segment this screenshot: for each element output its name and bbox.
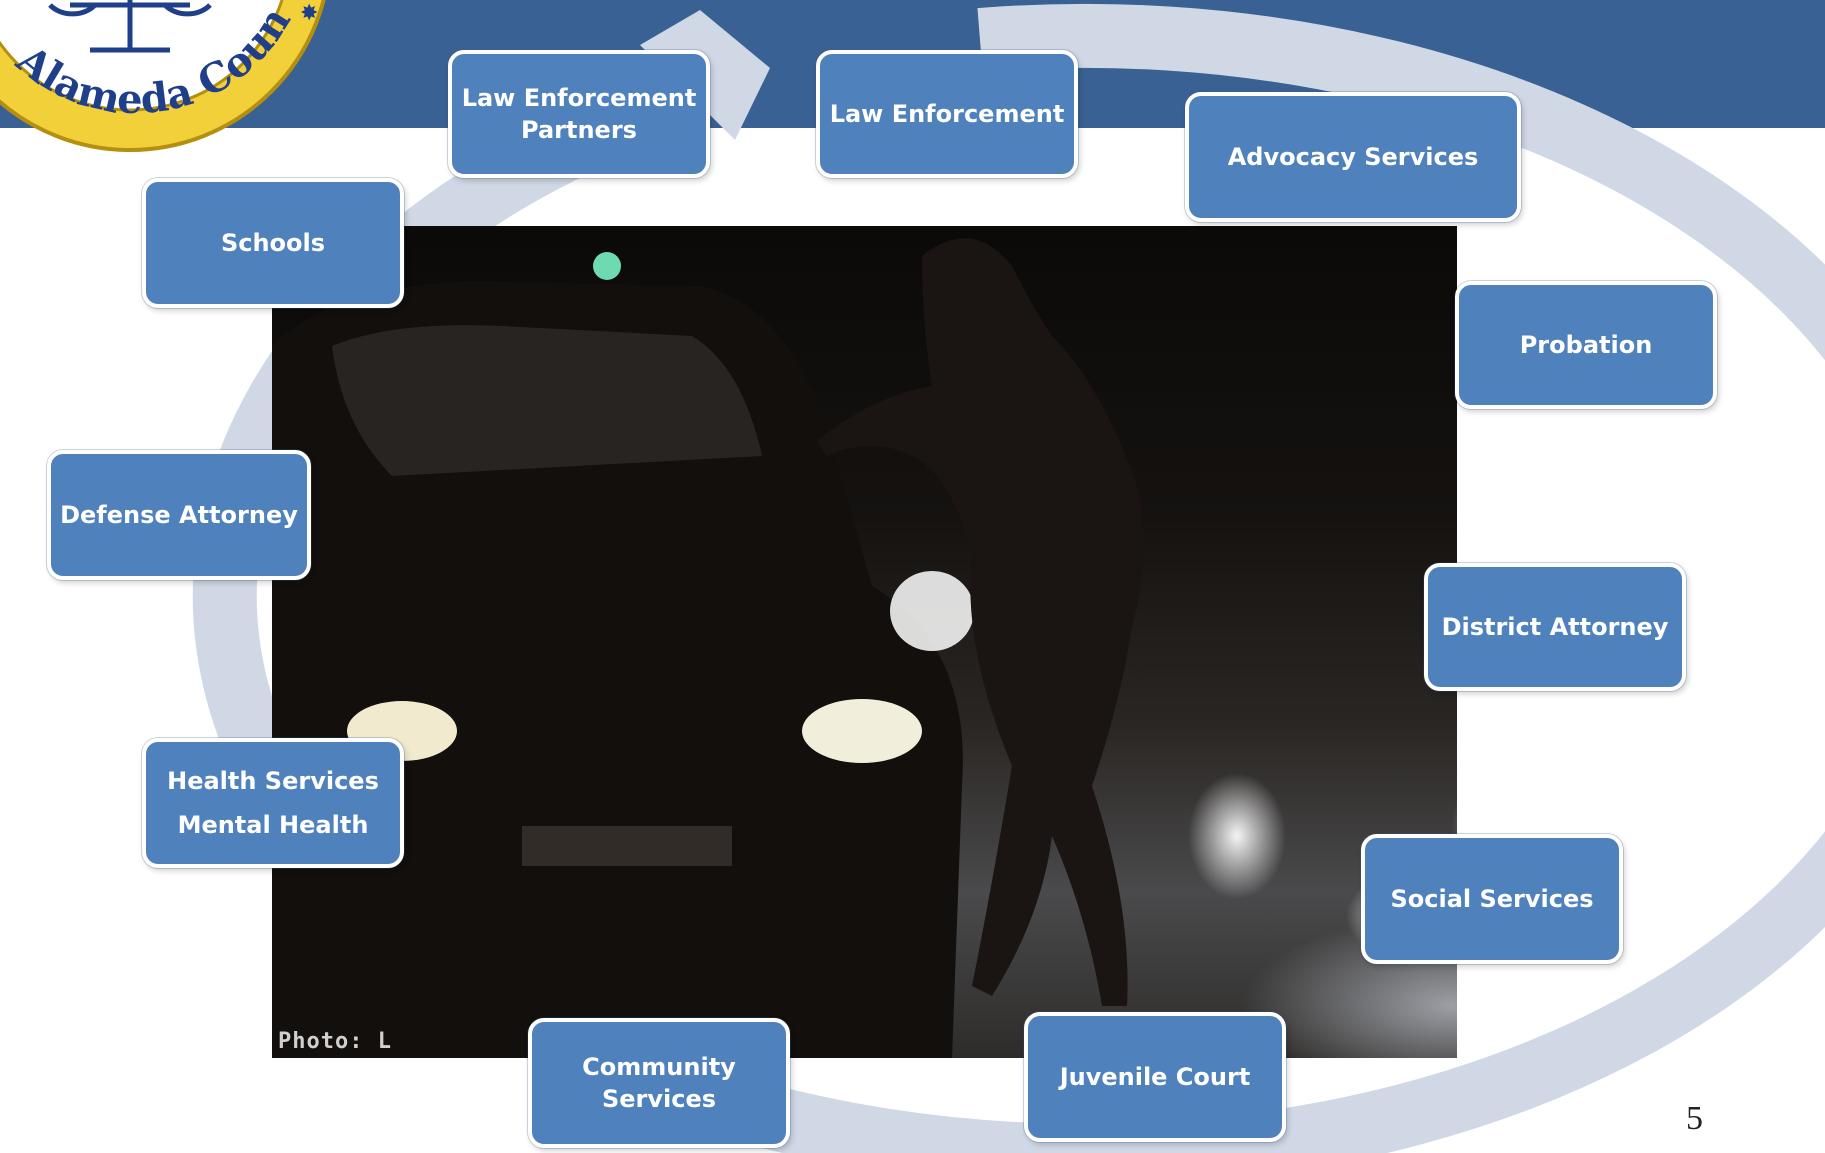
node-label: Health Services Mental Health bbox=[167, 767, 379, 839]
node-label: Defense Attorney bbox=[60, 501, 298, 529]
node-label: Schools bbox=[220, 229, 326, 257]
node-label: Social Services bbox=[1390, 885, 1594, 913]
node-social-services: Social Services bbox=[1361, 834, 1623, 964]
node-district-attorney: District Attorney bbox=[1424, 563, 1686, 691]
node-probation: Probation bbox=[1455, 281, 1717, 409]
node-law-enforcement: Law Enforcement bbox=[816, 50, 1078, 178]
node-defense-attorney: Defense Attorney bbox=[47, 450, 311, 580]
center-photo: Photo: L bbox=[272, 226, 1457, 1058]
photo-credit: Photo: L bbox=[278, 1029, 392, 1054]
node-advocacy-services: Advocacy Services bbox=[1185, 92, 1521, 222]
node-law-enforcement-partners: Law Enforcement Partners bbox=[448, 50, 710, 178]
county-seal-logo: ✸ Alameda County bbox=[0, 0, 326, 152]
node-schools: Schools bbox=[142, 178, 404, 308]
svg-text:✸: ✸ bbox=[300, 1, 318, 26]
node-label: Probation bbox=[1519, 331, 1653, 359]
node-label: Juvenile Court bbox=[1059, 1063, 1251, 1091]
node-label: District Attorney bbox=[1441, 613, 1669, 641]
node-juvenile-court: Juvenile Court bbox=[1024, 1012, 1286, 1142]
node-community-services: Community Services bbox=[528, 1018, 790, 1148]
slide-number: 5 bbox=[1686, 1100, 1703, 1137]
node-label: Advocacy Services bbox=[1227, 143, 1479, 171]
scales-icon bbox=[48, 0, 212, 53]
node-label: Law Enforcement bbox=[829, 100, 1065, 128]
night-street-scene bbox=[272, 238, 1144, 1058]
node-label: Law Enforcement Partners bbox=[461, 84, 697, 144]
node-label: Community Services bbox=[582, 1053, 736, 1113]
node-health-services: Health Services Mental Health bbox=[142, 738, 404, 868]
